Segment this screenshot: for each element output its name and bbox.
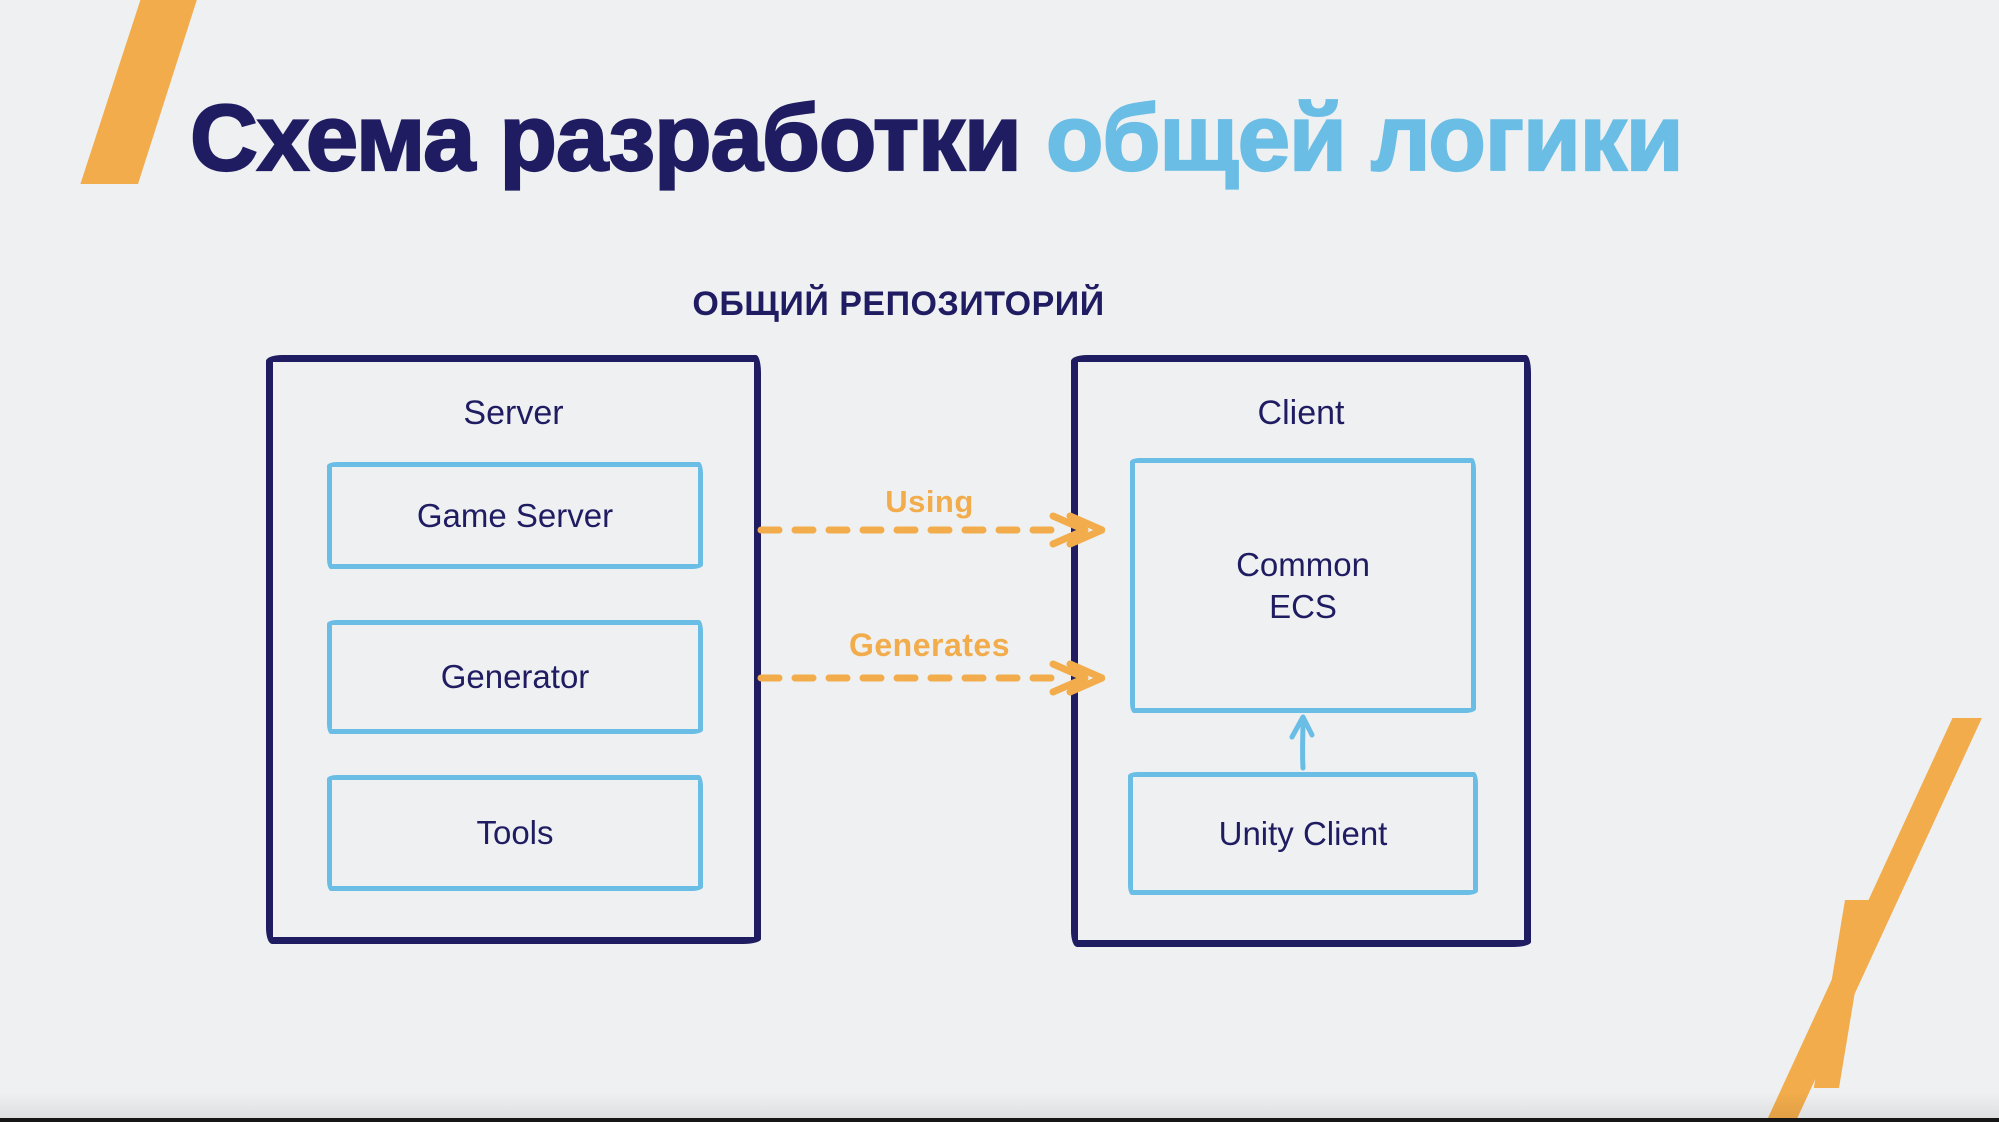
unity-client-box: Unity Client xyxy=(1128,772,1478,895)
bottom-edge-bar xyxy=(0,1118,1999,1122)
game-server-box: Game Server xyxy=(327,462,703,569)
slide-title: Схема разработки общей логики xyxy=(189,84,1685,192)
unity-to-common-ecs-arrow-icon xyxy=(1289,714,1315,771)
common-ecs-box: Common ECS xyxy=(1130,458,1476,713)
game-server-label: Game Server xyxy=(416,496,614,534)
repository-label: ОБЩИЙ РЕПОЗИТОРИЙ xyxy=(692,285,1105,323)
server-group-box: Server xyxy=(266,355,761,944)
orange-slash-decoration-bottom-right-small xyxy=(1813,900,1871,1088)
client-group-label: Client xyxy=(1257,394,1345,432)
using-arrow-label: Using xyxy=(885,484,974,519)
tools-label: Tools xyxy=(476,814,554,851)
using-arrow-icon xyxy=(757,512,1105,548)
generates-arrow-label: Generates xyxy=(848,627,1011,663)
tools-box: Tools xyxy=(327,775,703,891)
generator-box: Generator xyxy=(327,620,703,734)
slide-title-part1: Схема разработки xyxy=(189,84,1023,191)
orange-slash-decoration-bottom-right-large xyxy=(1766,718,1982,1122)
slide-title-part2: общей логики xyxy=(1045,84,1685,191)
orange-slash-decoration-top-left xyxy=(80,0,197,184)
common-ecs-label: Common ECS xyxy=(1236,545,1370,625)
unity-client-label: Unity Client xyxy=(1218,814,1388,852)
generator-label: Generator xyxy=(440,658,590,695)
client-group-box: Client xyxy=(1071,355,1531,947)
bottom-edge-shadow xyxy=(0,1092,1999,1118)
server-group-label: Server xyxy=(463,394,564,432)
generates-arrow-icon xyxy=(757,660,1105,696)
